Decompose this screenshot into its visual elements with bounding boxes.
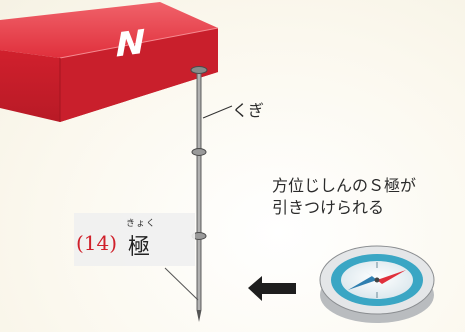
nail-leader-line — [202, 105, 233, 119]
compass-needle-red — [377, 270, 406, 284]
answer-box — [74, 213, 195, 266]
compass-caption-line-1: 方位じしんのＳ極が — [272, 176, 417, 195]
answer-ruby: きょく — [126, 219, 157, 229]
compass — [319, 245, 435, 323]
compass-caption: 方位じしんのＳ極が 引きつけられる — [272, 175, 416, 219]
answer-text: 極 — [128, 235, 151, 260]
question-number: (14) — [76, 231, 118, 255]
answer-leader-line — [164, 267, 199, 301]
magnet-bar — [0, 2, 219, 122]
nail-label: くぎ — [232, 101, 265, 120]
nail — [190, 66, 208, 322]
compass-caption-line-2: 引きつけられる — [272, 198, 385, 217]
compass-needle-blue — [348, 276, 377, 290]
left-arrow-icon — [248, 276, 296, 301]
